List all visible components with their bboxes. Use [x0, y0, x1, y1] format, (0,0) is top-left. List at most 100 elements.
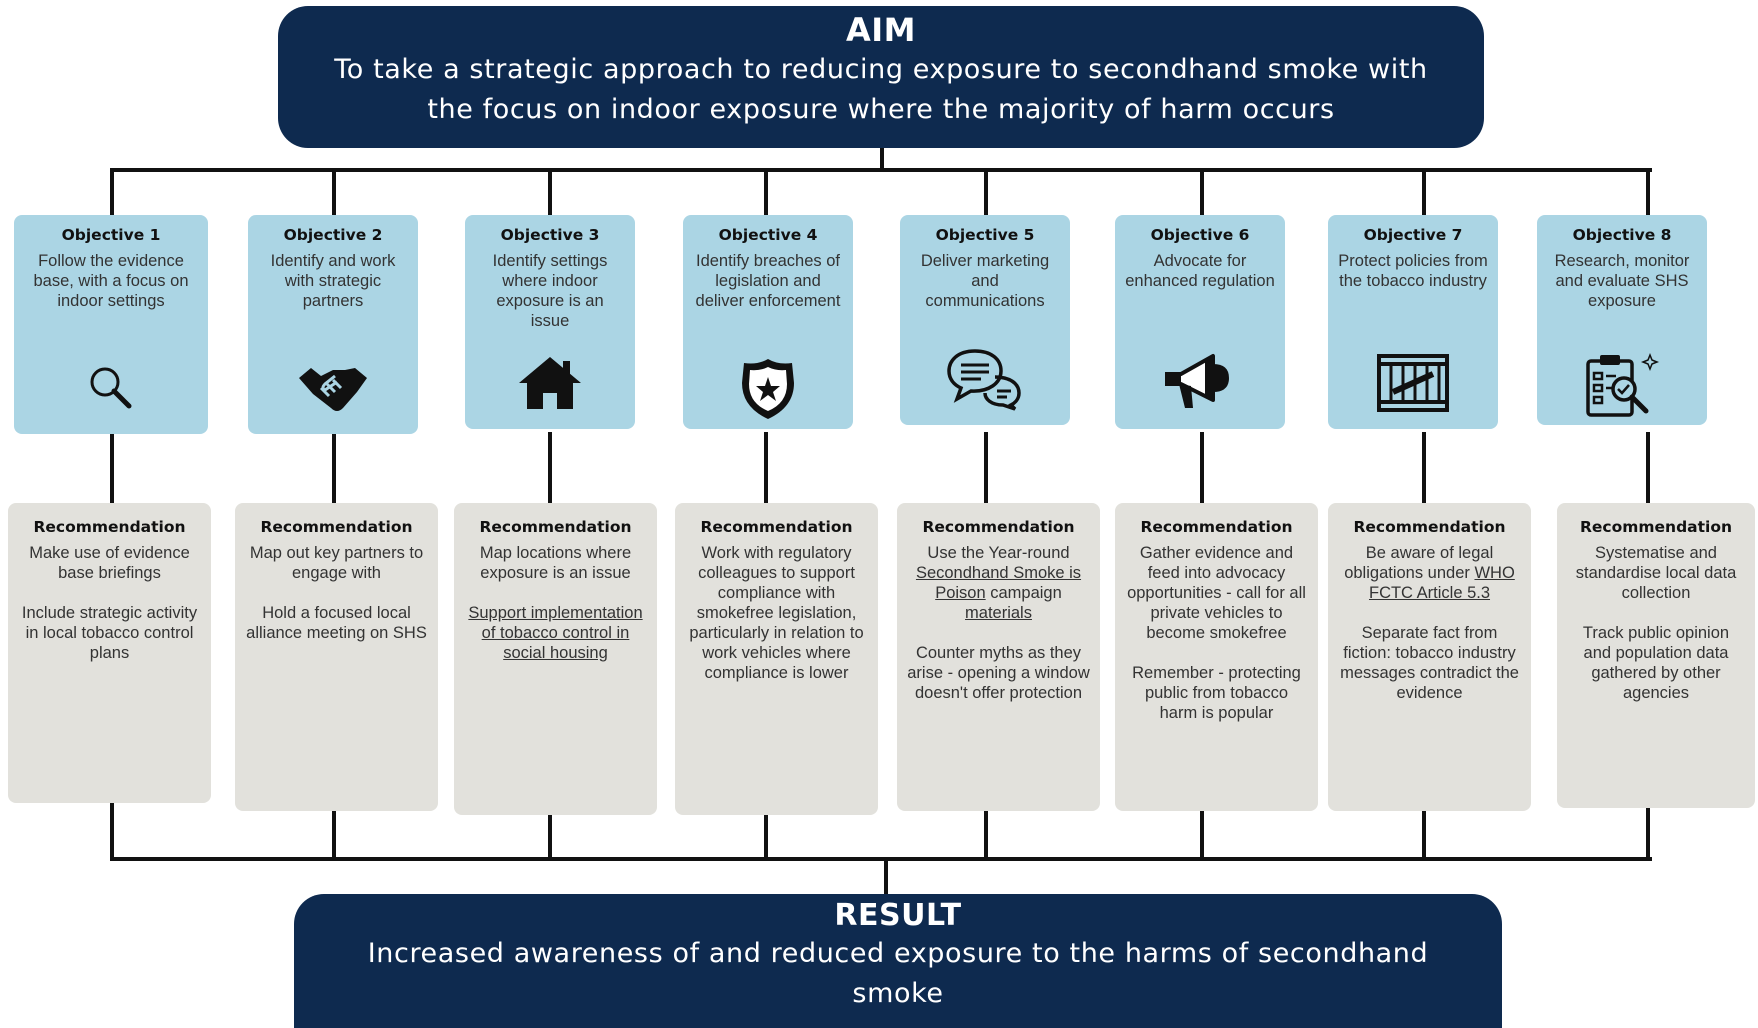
recommendation-title: Recommendation	[260, 518, 413, 536]
recommendation-text: Hold a focused local alliance meeting on…	[246, 604, 427, 642]
recommendation-link-text[interactable]: materials	[965, 604, 1032, 622]
recommendation-link-text[interactable]: Support implementation of tobacco contro…	[468, 604, 643, 662]
recommendation-card-7: Recommendation Be aware of legal obligat…	[1328, 503, 1531, 811]
vertical-connector	[1646, 432, 1650, 504]
recommendation-paragraph: Gather evidence and feed into advocacy o…	[1125, 543, 1308, 643]
recommendation-link-text[interactable]: WHO FCTC Article 5.3	[1368, 564, 1515, 602]
objective-card-2: Objective 2 Identify and work with strat…	[248, 215, 418, 434]
objective-text: Identify settings where indoor exposure …	[492, 252, 608, 330]
aim-text: To take a strategic approach to reducing…	[334, 54, 1428, 125]
recommendation-paragraph: Map locations where exposure is an issue	[464, 543, 647, 583]
recommendation-paragraph: Separate fact from fiction: tobacco indu…	[1338, 623, 1521, 703]
caged-cigarette-icon	[1328, 347, 1498, 419]
recommendation-body: Use the Year-round Secondhand Smoke is P…	[907, 543, 1090, 703]
recommendation-card-2: Recommendation Map out key partners to e…	[235, 503, 438, 811]
objective-text: Research, monitor and evaluate SHS expos…	[1554, 252, 1690, 310]
vertical-connector	[548, 168, 552, 218]
recommendation-text: Counter myths as they arise - opening a …	[907, 644, 1090, 702]
recommendation-body: Systematise and standardise local data c…	[1567, 543, 1745, 703]
vertical-connector	[110, 168, 114, 218]
vertical-connector	[764, 168, 768, 218]
recommendation-text: Map locations where exposure is an issue	[479, 544, 632, 582]
clipboard-analysis-icon	[1537, 349, 1707, 421]
objective-text: Deliver marketing and communications	[920, 252, 1050, 310]
recommendation-text: Gather evidence and feed into advocacy o…	[1127, 544, 1306, 642]
vertical-connector	[332, 168, 336, 218]
recommendation-title: Recommendation	[479, 518, 632, 536]
police-badge-icon	[683, 353, 853, 425]
recommendation-text: Work with regulatory colleagues to suppo…	[689, 544, 864, 682]
recommendation-text: Track public opinion and population data…	[1582, 624, 1730, 702]
vertical-connector	[1422, 168, 1426, 218]
connector-aim-stem	[880, 147, 884, 170]
vertical-connector	[984, 432, 988, 504]
vertical-connector	[764, 800, 768, 860]
recommendation-card-6: Recommendation Gather evidence and feed …	[1115, 503, 1318, 811]
house-icon	[465, 347, 635, 419]
vertical-connector	[764, 432, 768, 504]
recommendation-paragraph: Make use of evidence base briefings	[18, 543, 201, 583]
objective-text: Follow the evidence base, with a focus o…	[33, 252, 189, 310]
recommendation-card-4: Recommendation Work with regulatory coll…	[675, 503, 878, 815]
objective-title: Objective 1	[61, 226, 161, 244]
objective-text: Identify and work with strategic partner…	[270, 252, 396, 310]
objective-text: Identify breaches of legislation and del…	[695, 252, 841, 310]
objective-title: Objective 5	[935, 226, 1035, 244]
objective-title: Objective 3	[500, 226, 600, 244]
speech-bubbles-icon	[900, 343, 1070, 415]
recommendation-paragraph: Systematise and standardise local data c…	[1567, 543, 1745, 603]
connector-top-bar	[110, 168, 1652, 172]
recommendation-paragraph: Counter myths as they arise - opening a …	[907, 643, 1090, 703]
vertical-connector	[1646, 800, 1650, 860]
recommendation-title: Recommendation	[1579, 518, 1733, 536]
vertical-connector	[1200, 800, 1204, 860]
objective-title: Objective 8	[1572, 226, 1672, 244]
result-title: RESULT	[834, 898, 962, 933]
recommendation-paragraph: Use the Year-round Secondhand Smoke is P…	[907, 543, 1090, 623]
objective-card-5: Objective 5 Deliver marketing and commun…	[900, 215, 1070, 425]
result-banner: RESULT Increased awareness of and reduce…	[294, 894, 1502, 1028]
vertical-connector	[1200, 432, 1204, 504]
objective-card-7: Objective 7 Protect policies from the to…	[1328, 215, 1498, 429]
objective-card-8: Objective 8 Research, monitor and evalua…	[1537, 215, 1707, 425]
vertical-connector	[1200, 168, 1204, 218]
recommendation-card-8: Recommendation Systematise and standardi…	[1557, 503, 1755, 808]
recommendation-text: Separate fact from fiction: tobacco indu…	[1340, 624, 1519, 702]
vertical-connector	[984, 800, 988, 860]
recommendation-title: Recommendation	[922, 518, 1075, 536]
recommendation-paragraph: Include strategic activity in local toba…	[18, 603, 201, 663]
recommendation-title: Recommendation	[700, 518, 853, 536]
recommendation-paragraph: Work with regulatory colleagues to suppo…	[685, 543, 868, 683]
recommendation-text: Remember - protecting public from tobacc…	[1132, 664, 1301, 722]
recommendation-text: Map out key partners to engage with	[249, 544, 424, 582]
connector-bottom-bar	[110, 857, 1652, 861]
megaphone-icon	[1115, 347, 1285, 419]
recommendation-title: Recommendation	[1353, 518, 1506, 536]
recommendation-paragraph: Be aware of legal obligations under WHO …	[1338, 543, 1521, 603]
recommendation-text: Systematise and standardise local data c…	[1575, 544, 1737, 602]
objective-title: Objective 7	[1363, 226, 1463, 244]
vertical-connector	[110, 800, 114, 860]
vertical-connector	[332, 432, 336, 504]
handshake-icon	[248, 352, 418, 424]
objective-card-1: Objective 1 Follow the evidence base, wi…	[14, 215, 208, 434]
vertical-connector	[1422, 432, 1426, 504]
recommendation-text: Include strategic activity in local toba…	[21, 604, 198, 662]
recommendation-card-3: Recommendation Map locations where expos…	[454, 503, 657, 815]
recommendation-paragraph: Map out key partners to engage with	[245, 543, 428, 583]
vertical-connector	[984, 168, 988, 218]
recommendation-body: Be aware of legal obligations under WHO …	[1338, 543, 1521, 703]
aim-title: AIM	[845, 11, 916, 49]
recommendation-title: Recommendation	[1140, 518, 1293, 536]
objective-title: Objective 4	[718, 226, 818, 244]
vertical-connector	[548, 800, 552, 860]
recommendation-body: Map locations where exposure is an issue…	[464, 543, 647, 663]
recommendation-paragraph: Support implementation of tobacco contro…	[464, 603, 647, 663]
vertical-connector	[332, 800, 336, 860]
recommendation-link-text[interactable]: Secondhand Smoke is Poison	[915, 564, 1082, 602]
recommendation-paragraph: Remember - protecting public from tobacc…	[1125, 663, 1308, 723]
recommendation-paragraph: Hold a focused local alliance meeting on…	[245, 603, 428, 643]
recommendation-text: Make use of evidence base briefings	[29, 544, 190, 582]
